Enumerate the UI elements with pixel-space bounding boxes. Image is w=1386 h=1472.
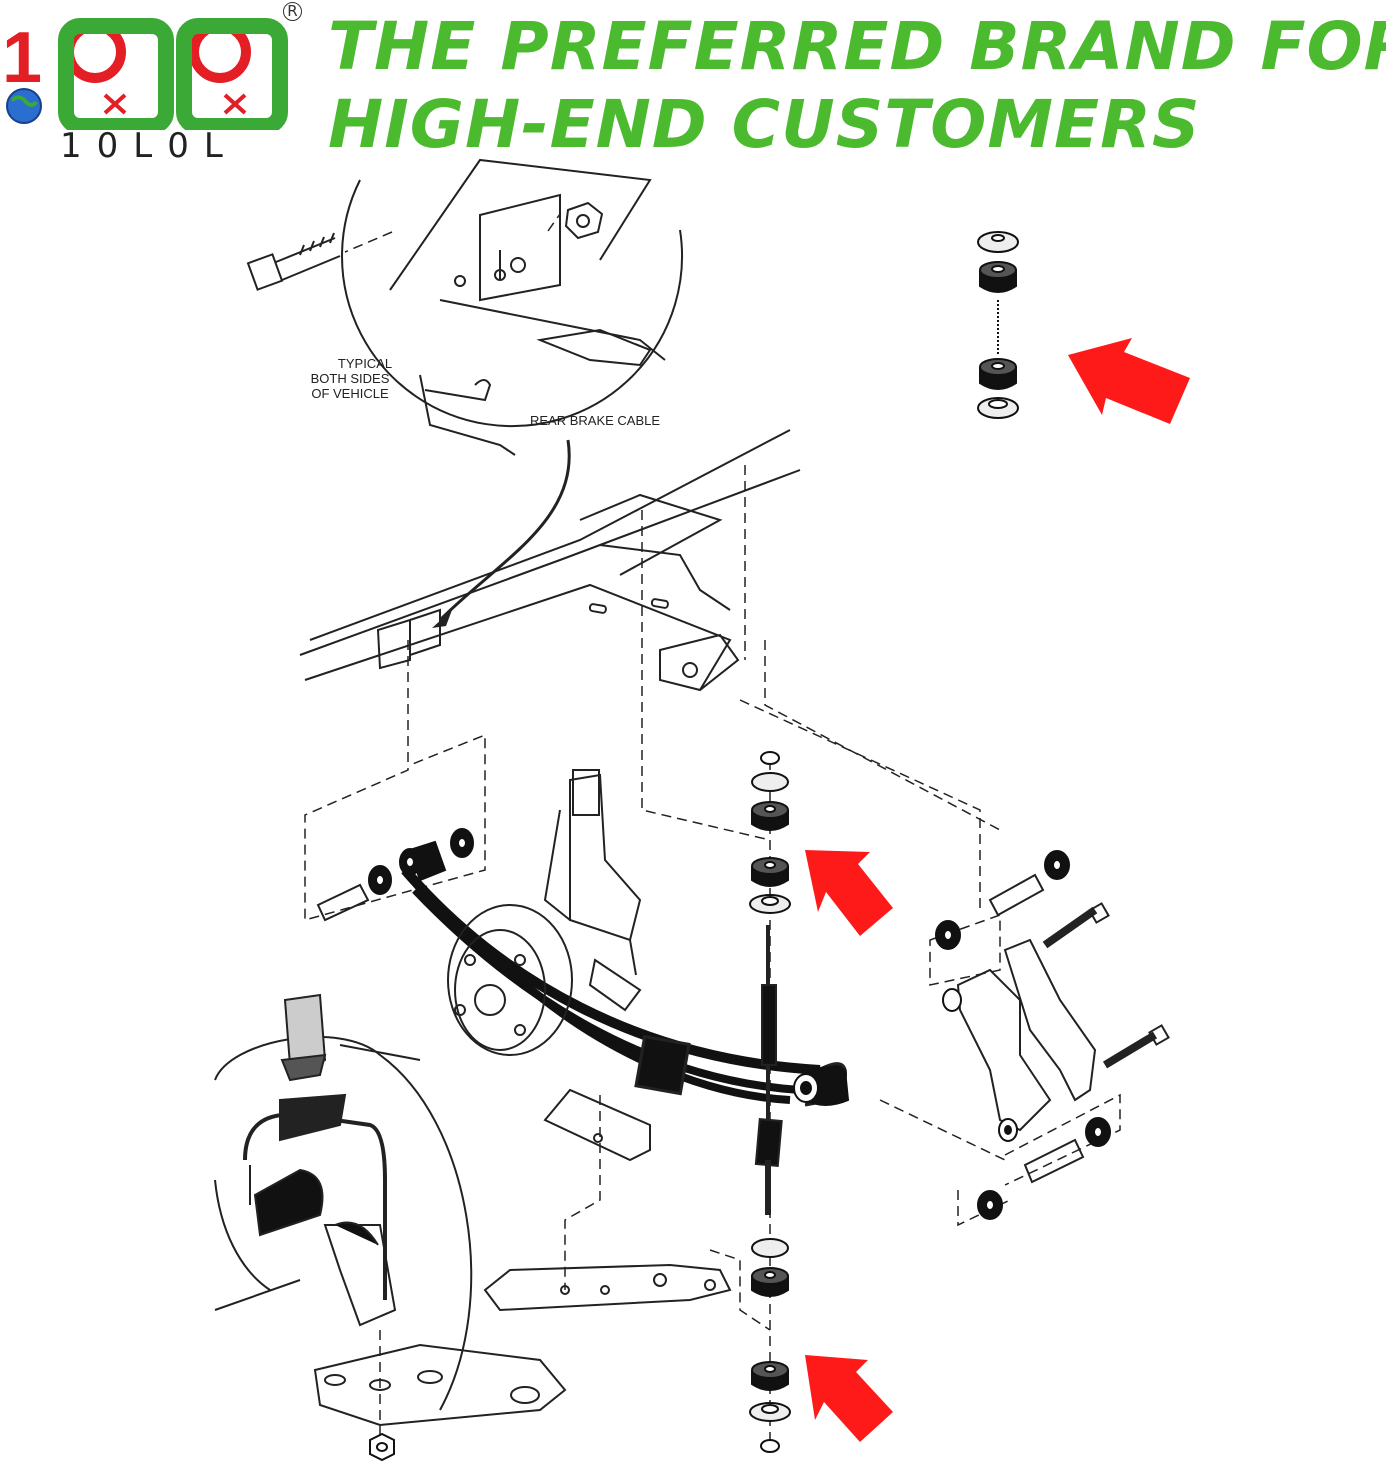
wheel-hub [447,904,573,1056]
headline: THE PREFERRED BRAND FOR HIGH-END CUSTOME… [328,8,1386,164]
spring-plate [313,1343,567,1427]
red-arrow-icon-top [1068,338,1190,424]
spring-eye-bushings [368,828,1111,1462]
callout-typical-line1: TYPICAL [337,356,393,371]
callout-typical-line3: OF VEHICLE [311,386,389,401]
shackle-plate [483,1263,732,1312]
red-arrow-icon-middle [805,850,893,936]
logo-block-left [58,18,174,130]
logo-block-right [176,18,288,130]
bolt-icon [246,232,341,291]
bushing-kit-lower [749,1238,791,1453]
center-stud [754,925,783,1215]
brake-drum [214,1036,473,1411]
red-arrow-icon-bottom [805,1355,893,1442]
bushing-sleeves [316,873,1085,1184]
brand-logo: 1 [2,18,288,130]
rear-brake-cable-arrow [438,439,571,622]
callout-typical: TYPICAL BOTH SIDES OF VEHICLE [290,356,410,401]
logo-wordmark: 10L0L [60,126,238,166]
vehicle-frame [299,429,801,692]
shackle-arms [956,902,1170,1132]
headline-line-1: THE PREFERRED BRAND FOR [328,8,1386,85]
callout-typical-line2: BOTH SIDES [310,371,390,386]
nut-icon [564,201,604,240]
headline-line-2: HIGH-END CUSTOMERS [328,86,1201,163]
brake-cable-hook [419,374,516,456]
callout-rear-brake-cable: REAR BRAKE CABLE [530,413,661,428]
bushing-kit-topright [977,231,1019,419]
inset-circle [341,179,683,428]
bushing-kit-middle [749,751,791,914]
angle-bracket [543,1088,651,1162]
registered-trademark-icon: R [283,2,302,21]
axle-housing [543,769,642,1012]
logo-digit-one: 1 [2,18,42,98]
u-bolt-mount [243,993,397,1327]
